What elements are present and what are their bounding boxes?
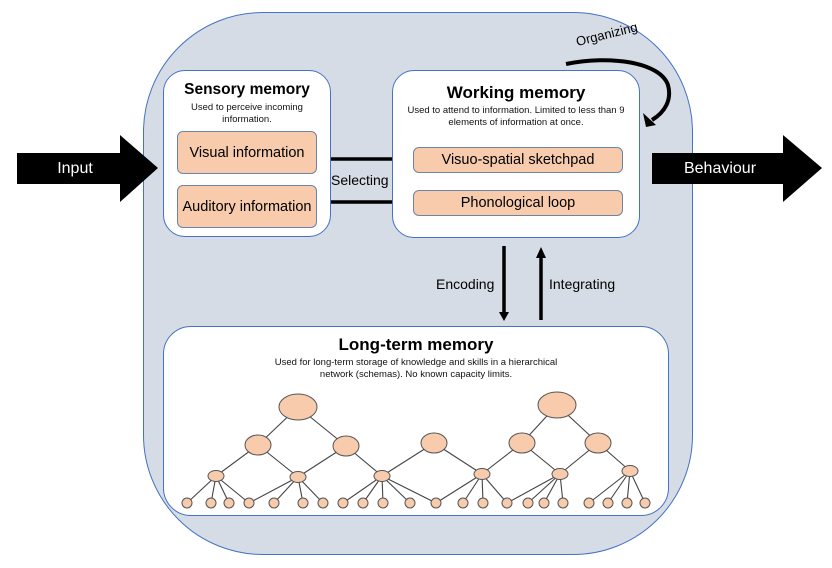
visual-information-box: Visual information	[177, 131, 317, 174]
schema-link	[435, 473, 483, 504]
schema-node-leaf	[583, 497, 595, 509]
selecting-label: Selecting	[331, 172, 389, 188]
phonological-loop-box: Phonological loop	[413, 190, 623, 216]
schema-node-level2	[551, 468, 569, 480]
schema-node-leaf	[317, 497, 329, 509]
schema-node-leaf	[243, 497, 255, 509]
schema-node-leaf	[501, 497, 513, 509]
schema-node-root	[278, 393, 318, 421]
schema-link	[527, 473, 561, 504]
schema-link	[248, 476, 299, 504]
working-memory-description: Used to attend to information. Limited t…	[407, 105, 625, 128]
long-term-memory-panel: Long-term memory Used for long-term stor…	[163, 326, 669, 516]
schema-node-leaf	[477, 497, 489, 509]
schema-node-leaf	[357, 497, 369, 509]
schema-node-leaf	[538, 497, 550, 509]
visuo-spatial-sketchpad-box: Visuo-spatial sketchpad	[413, 147, 623, 173]
schema-node-root	[537, 391, 577, 419]
sensory-memory-title: Sensory memory	[184, 81, 310, 98]
integrating-label: Integrating	[549, 276, 616, 292]
sensory-memory-description: Used to perceive incoming information.	[191, 102, 303, 125]
schema-node-leaf	[430, 497, 442, 509]
organizing-arrow	[565, 58, 672, 122]
long-term-memory-title: Long-term memory	[338, 335, 494, 354]
schema-node-level1	[584, 432, 612, 454]
schema-node-leaf	[557, 497, 569, 509]
schema-node-leaf	[337, 497, 349, 509]
behaviour-label: Behaviour	[683, 159, 757, 177]
schema-node-leaf	[621, 497, 633, 509]
schema-link	[342, 475, 383, 504]
schema-node-leaf	[602, 497, 614, 509]
schema-node-leaf	[639, 497, 651, 509]
schema-node-level1	[420, 432, 448, 454]
schema-link	[381, 475, 437, 504]
schema-link	[506, 473, 561, 504]
schema-node-level2	[473, 468, 491, 480]
schema-node-leaf	[377, 497, 389, 509]
schema-node-leaf	[457, 497, 469, 509]
input-arrow	[17, 135, 158, 202]
schema-node-level1	[244, 434, 272, 456]
auditory-information-box: Auditory information	[177, 185, 317, 228]
schema-node-leaf	[181, 497, 193, 509]
input-label: Input	[57, 159, 93, 177]
schema-node-level1	[508, 432, 536, 454]
schema-node-level2	[373, 470, 391, 482]
schema-node-level2	[289, 471, 307, 483]
long-term-memory-description: Used for long-term storage of knowledge …	[274, 357, 558, 380]
schema-link	[588, 470, 631, 504]
behaviour-arrow	[652, 135, 822, 202]
encoding-label: Encoding	[436, 276, 495, 292]
schema-node-leaf	[205, 497, 217, 509]
sensory-memory-panel: Sensory memory Used to perceive incoming…	[163, 70, 331, 237]
schema-node-level2	[207, 470, 225, 482]
schema-node-leaf	[297, 497, 309, 509]
schema-node-leaf	[404, 497, 416, 509]
working-memory-title: Working memory	[446, 83, 586, 102]
schema-node-level1	[332, 435, 360, 457]
schema-node-leaf	[223, 497, 235, 509]
working-memory-panel: Working memory Used to attend to informa…	[392, 70, 640, 238]
schema-node-leaf	[522, 497, 534, 509]
schema-node-leaf	[268, 497, 280, 509]
schema-node-level2	[621, 465, 639, 477]
